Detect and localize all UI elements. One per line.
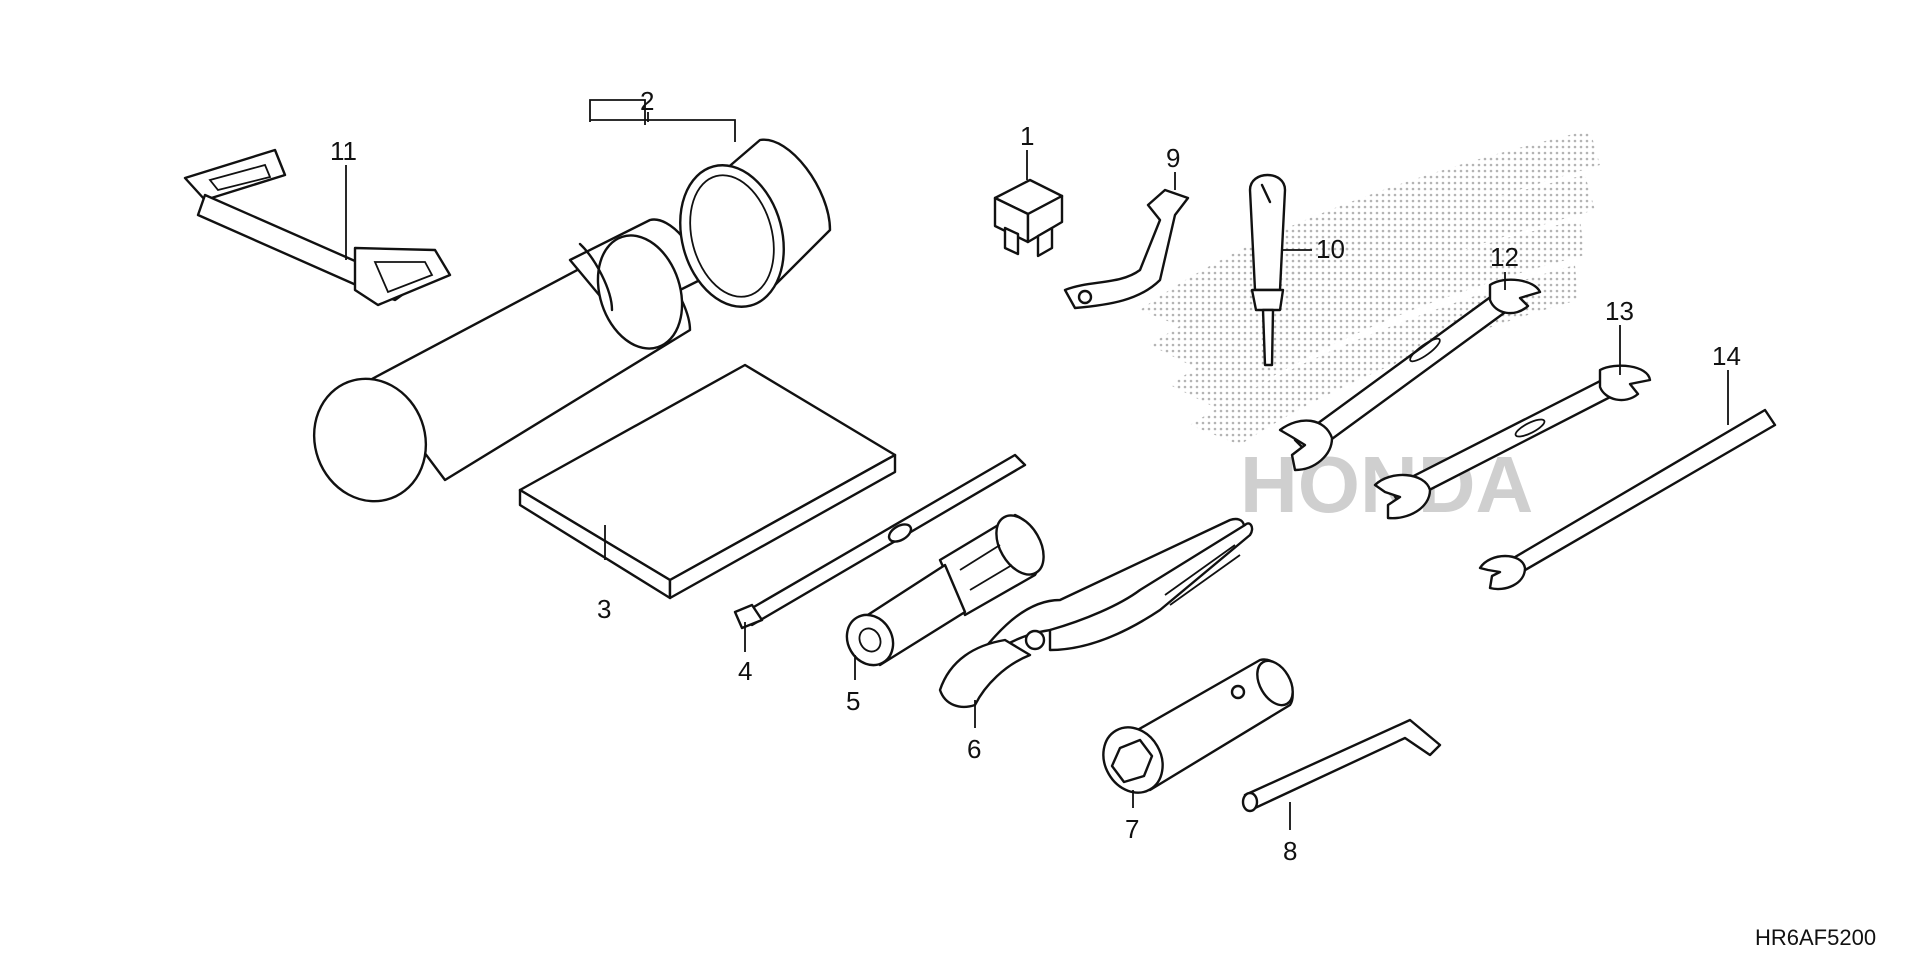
part-8-hex-key: [1241, 718, 1442, 813]
part-13-open-wrench: [1373, 364, 1652, 520]
callout-12: 12: [1490, 242, 1519, 272]
callout-4: 4: [738, 656, 752, 686]
honda-wing-watermark: HONDA: [1140, 130, 1600, 529]
part-5-screwdriver-handle: [845, 513, 1045, 667]
part-6-pliers: [938, 517, 1254, 709]
part-11-strap: [183, 148, 452, 307]
callout-8: 8: [1283, 836, 1297, 866]
part-12-open-wrench: [1278, 278, 1542, 472]
part-3-manual: [518, 363, 897, 600]
part-2-tool-case: [312, 99, 832, 503]
diagram-code: HR6AF5200: [1755, 925, 1876, 950]
callout-10: 10: [1316, 234, 1345, 264]
callout-14: 14: [1712, 341, 1741, 371]
part-4-screwdriver-bit: [733, 453, 1027, 630]
callout-3: 3: [597, 594, 611, 624]
callout-5: 5: [846, 686, 860, 716]
callout-1: 1: [1020, 121, 1034, 151]
callout-2: 2: [640, 86, 654, 116]
callout-9: 9: [1166, 143, 1180, 173]
part-9-hook-wrench: [1063, 188, 1190, 310]
part-1-fuse: [993, 178, 1064, 258]
callout-6: 6: [967, 734, 981, 764]
part-10-screwdriver: [1248, 173, 1287, 367]
callout-labels: 1 2 3 4 5 6 7 8 9 10 11 12 13 14: [330, 86, 1741, 866]
part-14-rod-wrench: [1478, 408, 1777, 591]
callout-11: 11: [330, 136, 357, 166]
leader-lines: [345, 112, 1729, 830]
part-7-spark-plug-wrench: [1102, 658, 1294, 794]
callout-13: 13: [1605, 296, 1634, 326]
callout-7: 7: [1125, 814, 1139, 844]
